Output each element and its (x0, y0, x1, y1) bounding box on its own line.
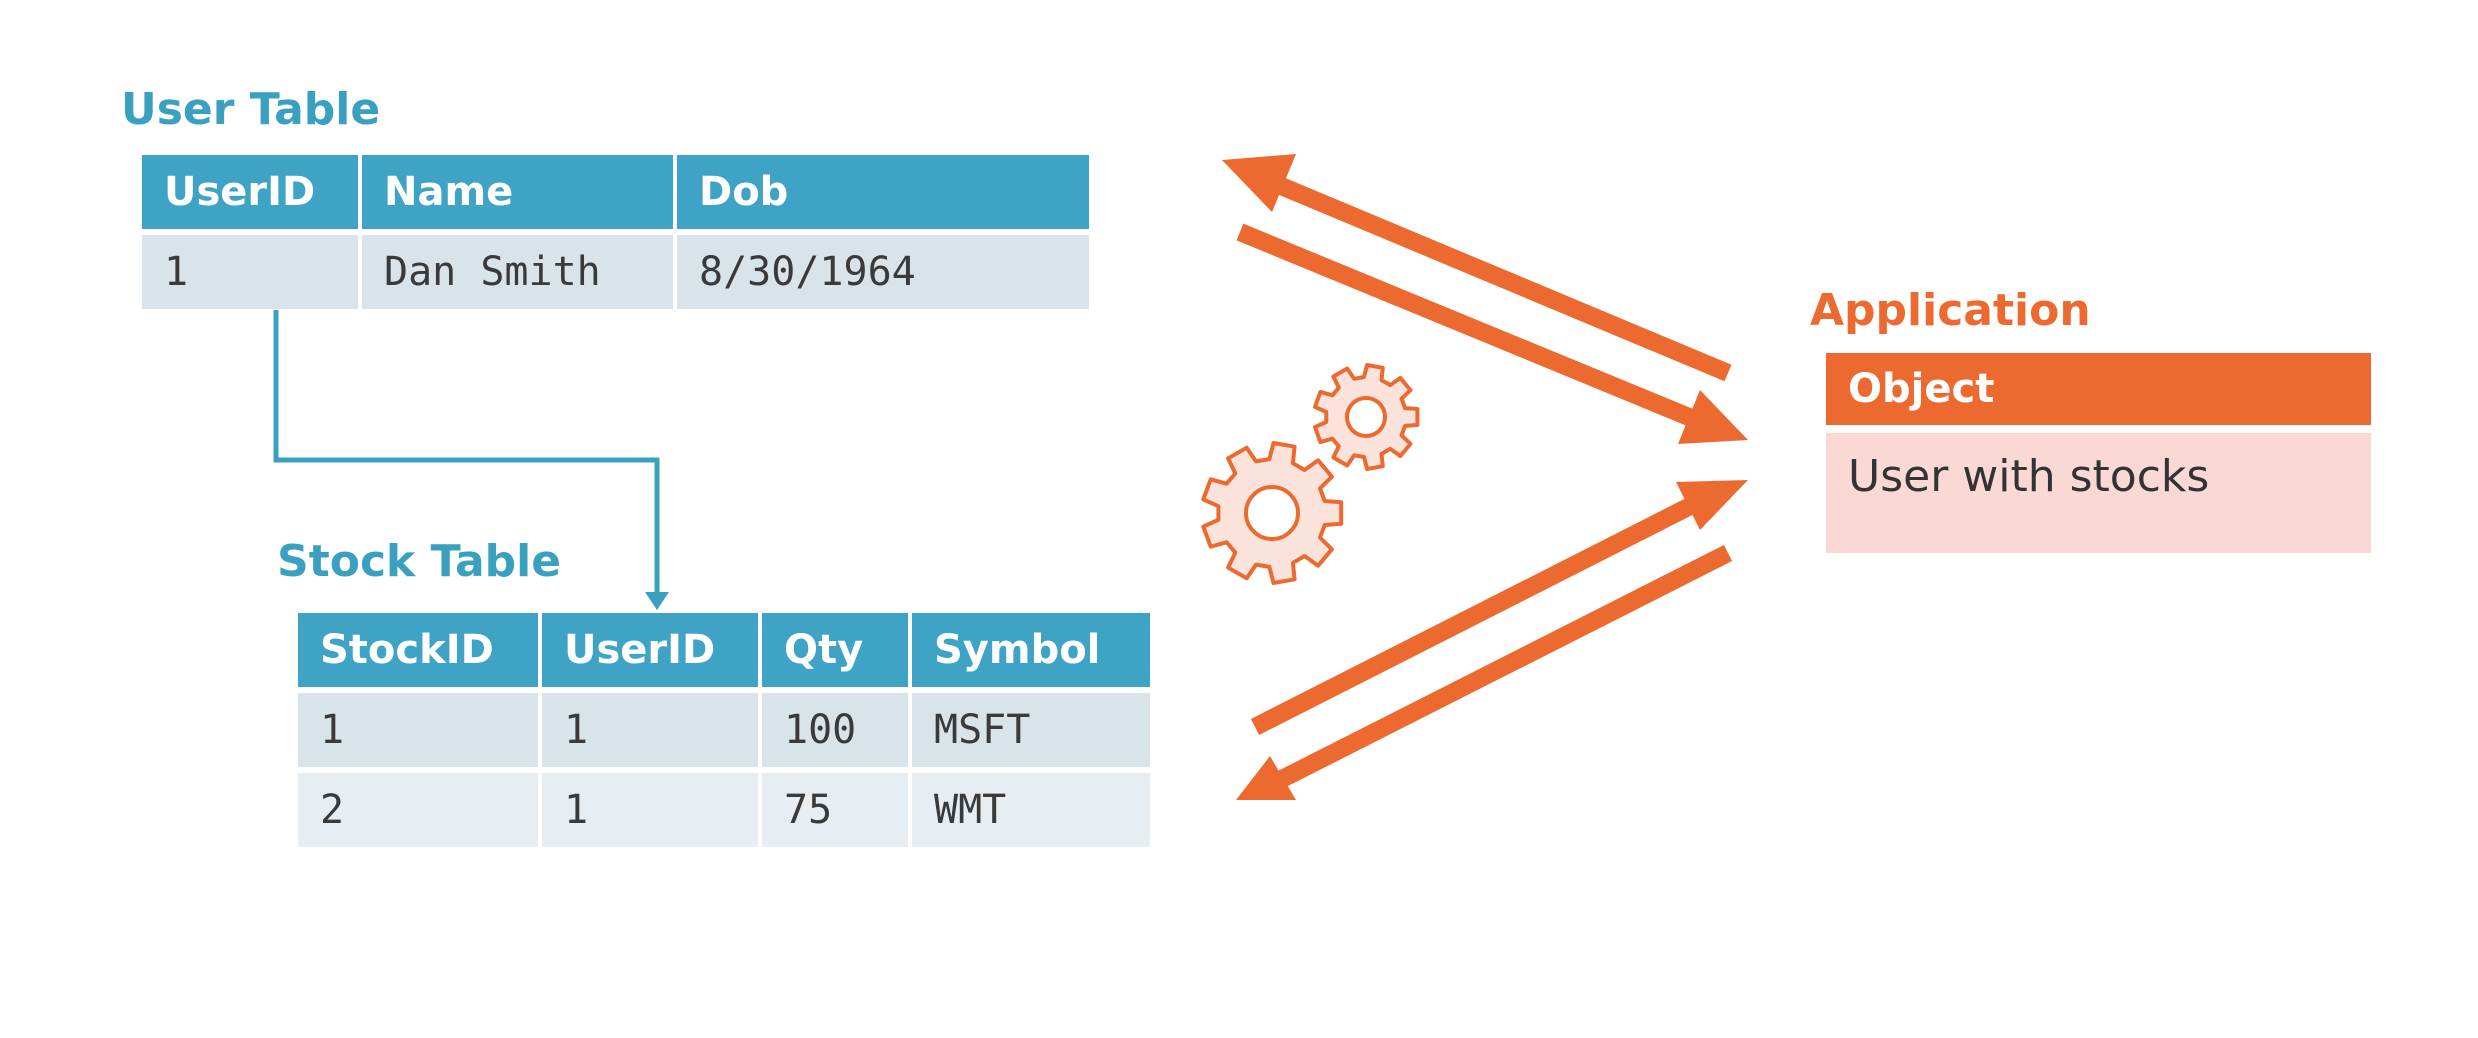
arrow-icon (1250, 480, 1748, 736)
stock-table-cell: 100 (762, 693, 908, 767)
user-table-header: Name (362, 155, 673, 229)
stock-table-header: Qty (762, 613, 908, 687)
stock-table-cell: 75 (762, 773, 908, 847)
user-table-cell: 1 (142, 235, 358, 309)
user-table-cell: Dan Smith (362, 235, 673, 309)
arrow-icon (1236, 544, 1733, 800)
stock-table-cell: 1 (298, 693, 538, 767)
arrow-icon (1236, 223, 1748, 444)
stock-table-cell: WMT (912, 773, 1150, 847)
user-table: UserID Name Dob 1 Dan Smith 8/30/1964 (142, 155, 1089, 309)
application-object: Object User with stocks (1826, 353, 2371, 553)
application-title: Application (1810, 285, 2091, 336)
stock-table-title: Stock Table (277, 536, 562, 587)
stock-table-header: Symbol (912, 613, 1150, 687)
stock-table-cell: 1 (542, 693, 758, 767)
connector-arrowhead (645, 592, 669, 610)
stock-table-header: StockID (298, 613, 538, 687)
user-table-cell: 8/30/1964 (677, 235, 1089, 309)
connector-arrow (273, 310, 660, 600)
object-label: Object (1826, 353, 2371, 425)
user-table-header: Dob (677, 155, 1089, 229)
gear-icon (1201, 441, 1344, 585)
stock-table: StockID UserID Qty Symbol 1 1 100 MSFT 2… (298, 613, 1150, 847)
stock-table-cell: MSFT (912, 693, 1150, 767)
stock-table-cell: 2 (298, 773, 538, 847)
user-table-title: User Table (121, 84, 381, 135)
stock-table-cell: 1 (542, 773, 758, 847)
user-table-header: UserID (142, 155, 358, 229)
gear-icon (1313, 363, 1420, 471)
arrow-icon (1222, 154, 1732, 382)
object-value: User with stocks (1826, 433, 2371, 553)
stock-table-header: UserID (542, 613, 758, 687)
